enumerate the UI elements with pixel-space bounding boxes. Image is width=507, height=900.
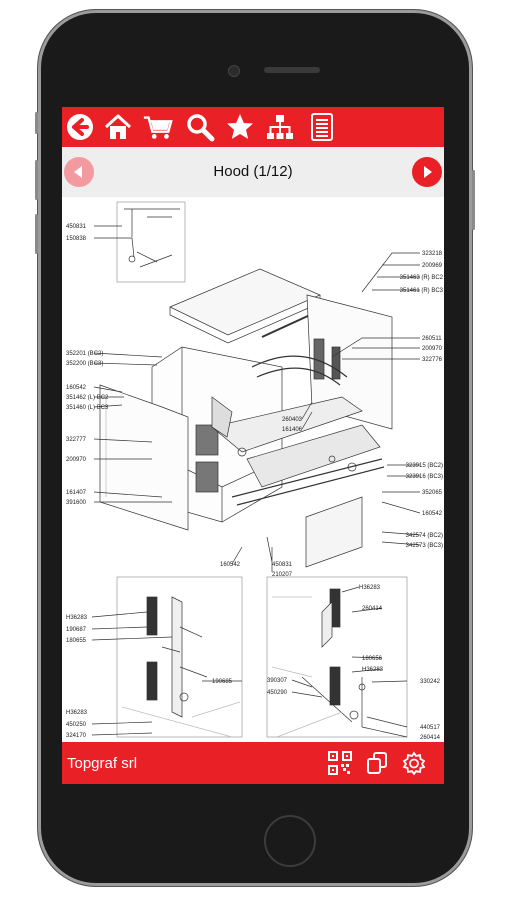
front-camera	[228, 65, 240, 77]
part-label[interactable]: 352201 (BC2)	[66, 351, 103, 357]
home-icon[interactable]	[102, 111, 134, 143]
part-label[interactable]: 161406	[282, 427, 303, 433]
part-label[interactable]: 390307	[267, 678, 288, 684]
part-label[interactable]: 160542	[422, 511, 443, 517]
part-label[interactable]: 352200 (BC3)	[66, 361, 103, 367]
part-label[interactable]: 351462 (L) BC2	[66, 395, 109, 401]
part-label[interactable]: 352065	[422, 490, 443, 496]
part-label[interactable]: 450831	[272, 562, 293, 568]
part-label[interactable]: 260414	[362, 606, 383, 612]
part-label[interactable]: 190687	[66, 627, 87, 633]
part-label[interactable]: 330242	[420, 679, 441, 685]
next-page-button[interactable]	[412, 157, 442, 187]
page-title: Hood (1/12)	[213, 163, 293, 180]
part-labels: 450831 150838 323218 200969 351463 (R) B…	[66, 224, 444, 741]
part-label[interactable]: 190685	[212, 679, 233, 685]
volume-up-button[interactable]	[35, 160, 38, 200]
top-toolbar	[62, 107, 444, 147]
part-label[interactable]: 150838	[66, 236, 87, 242]
arrow-right-icon	[424, 166, 432, 178]
company-name: Topgraf srl	[67, 755, 138, 772]
part-label[interactable]: 323915 (BC2)	[406, 463, 443, 469]
part-label[interactable]: 450250	[66, 722, 87, 728]
parts-diagram-svg: 450831 150838 323218 200969 351463 (R) B…	[66, 201, 444, 741]
part-label[interactable]: 323916 (BC3)	[406, 474, 443, 480]
volume-down-button[interactable]	[35, 214, 38, 254]
part-label[interactable]: 322776	[422, 357, 443, 363]
part-label[interactable]: H36283	[359, 585, 381, 591]
part-label[interactable]: 161407	[66, 490, 87, 496]
part-label[interactable]: 450290	[267, 690, 288, 696]
qr-code-icon[interactable]	[328, 751, 352, 775]
part-label[interactable]: 210207	[272, 572, 293, 578]
settings-icon[interactable]	[402, 751, 426, 775]
part-label[interactable]: 351463 (R) BC2	[400, 275, 444, 281]
part-label[interactable]: 200970	[66, 457, 87, 463]
part-label[interactable]: 260414	[420, 735, 441, 741]
part-label[interactable]: 450831	[66, 224, 87, 230]
part-label[interactable]: H36283	[66, 615, 88, 621]
part-label[interactable]: 160542	[66, 385, 87, 391]
part-label[interactable]: 391600	[66, 500, 87, 506]
part-label[interactable]: 160542	[220, 562, 241, 568]
hierarchy-icon[interactable]	[264, 111, 296, 143]
arrow-left-icon	[74, 166, 82, 178]
part-label[interactable]: 440517	[420, 725, 441, 731]
earpiece-speaker	[264, 67, 320, 73]
part-label[interactable]: 351461 (R) BC3	[400, 288, 444, 294]
part-label[interactable]: 260511	[422, 336, 442, 342]
cart-icon[interactable]	[142, 111, 174, 143]
app-screen: Hood (1/12)	[62, 107, 444, 784]
part-label[interactable]: 180655	[66, 638, 87, 644]
title-bar: Hood (1/12)	[62, 147, 444, 197]
power-button[interactable]	[472, 170, 475, 230]
part-label[interactable]: 351460 (L) BC3	[66, 405, 109, 411]
part-label[interactable]: 200969	[422, 263, 443, 269]
back-icon[interactable]	[64, 111, 96, 143]
part-label[interactable]: H36283	[362, 667, 384, 673]
part-label[interactable]: 323218	[422, 251, 443, 257]
part-label[interactable]: 260403	[282, 417, 303, 423]
part-label[interactable]: 200970	[422, 346, 443, 352]
star-icon[interactable]	[224, 111, 256, 143]
part-label[interactable]: 180656	[362, 656, 383, 662]
previous-page-button[interactable]	[64, 157, 94, 187]
part-label[interactable]: 324170	[66, 733, 87, 739]
copy-icon[interactable]	[365, 751, 389, 775]
mute-switch[interactable]	[35, 112, 38, 134]
exploded-parts-drawing[interactable]: 450831 150838 323218 200969 351463 (R) B…	[62, 197, 444, 742]
part-label[interactable]: 322777	[66, 437, 87, 443]
part-label[interactable]: 342573 (BC3)	[406, 543, 443, 549]
search-icon[interactable]	[184, 111, 216, 143]
part-label[interactable]: H36283	[66, 710, 88, 716]
list-icon[interactable]	[306, 111, 338, 143]
part-label[interactable]: 342574 (BC2)	[406, 533, 443, 539]
home-button[interactable]	[264, 815, 316, 867]
bottom-bar: Topgraf srl	[62, 742, 444, 784]
